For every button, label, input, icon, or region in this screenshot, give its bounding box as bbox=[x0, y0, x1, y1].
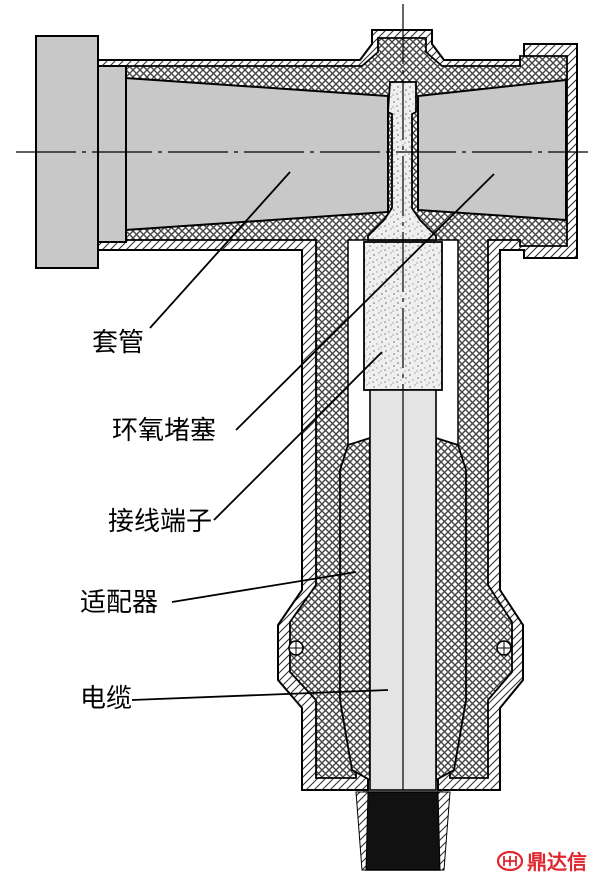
bushing-cone-left bbox=[125, 76, 389, 232]
leader-adapter bbox=[171, 571, 357, 603]
bushing-cone-right bbox=[417, 78, 567, 222]
label-adapter: 适配器 bbox=[80, 588, 159, 618]
adapter-right bbox=[435, 436, 467, 782]
leader-bushing bbox=[149, 171, 291, 329]
cable-jacket bbox=[355, 791, 451, 871]
leader-cable bbox=[131, 689, 389, 701]
label-bushing: 套管 bbox=[92, 328, 145, 358]
adapter-left bbox=[339, 436, 371, 782]
cable-core bbox=[369, 389, 437, 791]
leader-terminal bbox=[213, 351, 383, 521]
centerlines bbox=[16, 4, 588, 390]
watermark-text: 鼎达信 bbox=[527, 850, 587, 874]
leader-epoxy-plug bbox=[235, 173, 495, 431]
watermark: 鼎达信 bbox=[497, 846, 587, 875]
bolt-hole-left bbox=[288, 640, 304, 656]
epoxy-plug bbox=[367, 81, 437, 241]
label-cable: 电缆 bbox=[80, 684, 133, 714]
label-epoxy-plug: 环氧堵塞 bbox=[112, 416, 217, 446]
bolt-hole-right bbox=[496, 640, 512, 656]
watermark-logo-icon bbox=[497, 850, 523, 871]
label-terminal: 接线端子 bbox=[108, 507, 213, 537]
leader-lines bbox=[131, 171, 495, 701]
